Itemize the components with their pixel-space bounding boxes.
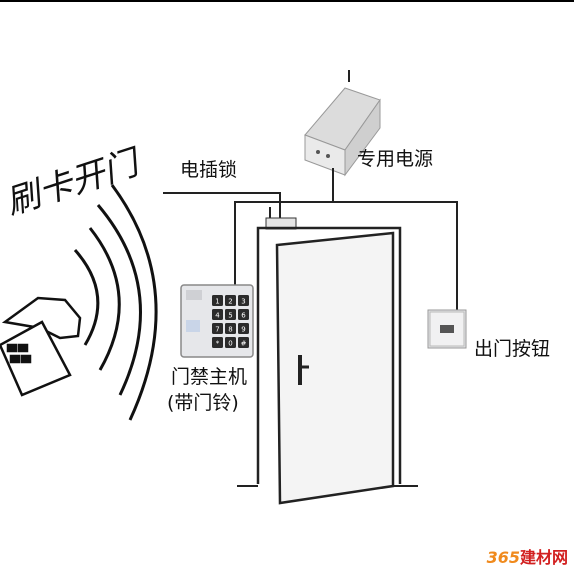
keypad-key [225, 323, 236, 334]
watermark-text: 建材网 [519, 548, 568, 567]
keypad-key-label: 1 [215, 298, 219, 306]
keypad-key [238, 337, 249, 348]
wiring [163, 168, 458, 312]
keypad-key-label: 5 [228, 312, 232, 320]
watermark-logo: 365建材网 [487, 544, 568, 568]
keypad-key [238, 323, 249, 334]
keypad-key [212, 295, 223, 306]
keypad-key-label: 8 [228, 326, 232, 334]
keypad-key [238, 309, 249, 320]
door-leaf [275, 231, 395, 505]
keypad-key-label: 3 [241, 298, 245, 306]
label-access-controller-note: (带门铃) [167, 392, 239, 414]
keypad-key [212, 323, 223, 334]
keypad-key-label: 9 [241, 326, 245, 334]
keypad-key-label: 7 [215, 326, 219, 334]
keypad-key-label: 0 [228, 340, 232, 348]
keypad-key-label: * [216, 340, 220, 348]
keypad-key [225, 337, 236, 348]
label-access-controller: 门禁主机 [171, 366, 248, 388]
keypad-key-label: 2 [228, 298, 232, 306]
label-exit-button: 出门按钮 [474, 338, 551, 360]
keypad-key [238, 295, 249, 306]
wireless-signal-arcs [73, 184, 158, 421]
label-electric-lock: 电插锁 [180, 159, 238, 181]
keypad-key [212, 309, 223, 320]
keypad-key [212, 337, 223, 348]
keypad-key-label: # [241, 340, 247, 348]
label-power-supply: 专用电源 [357, 148, 434, 170]
power-supply-device [304, 70, 381, 177]
watermark-number: 365 [486, 548, 520, 567]
keypad-key-label: 4 [215, 312, 220, 320]
keypad-key [225, 309, 236, 320]
keypad-key [225, 295, 236, 306]
exit-button-device [427, 309, 467, 349]
keypad-key-label: 6 [241, 312, 246, 320]
hand-with-card [0, 296, 82, 397]
door-frame [256, 226, 402, 484]
